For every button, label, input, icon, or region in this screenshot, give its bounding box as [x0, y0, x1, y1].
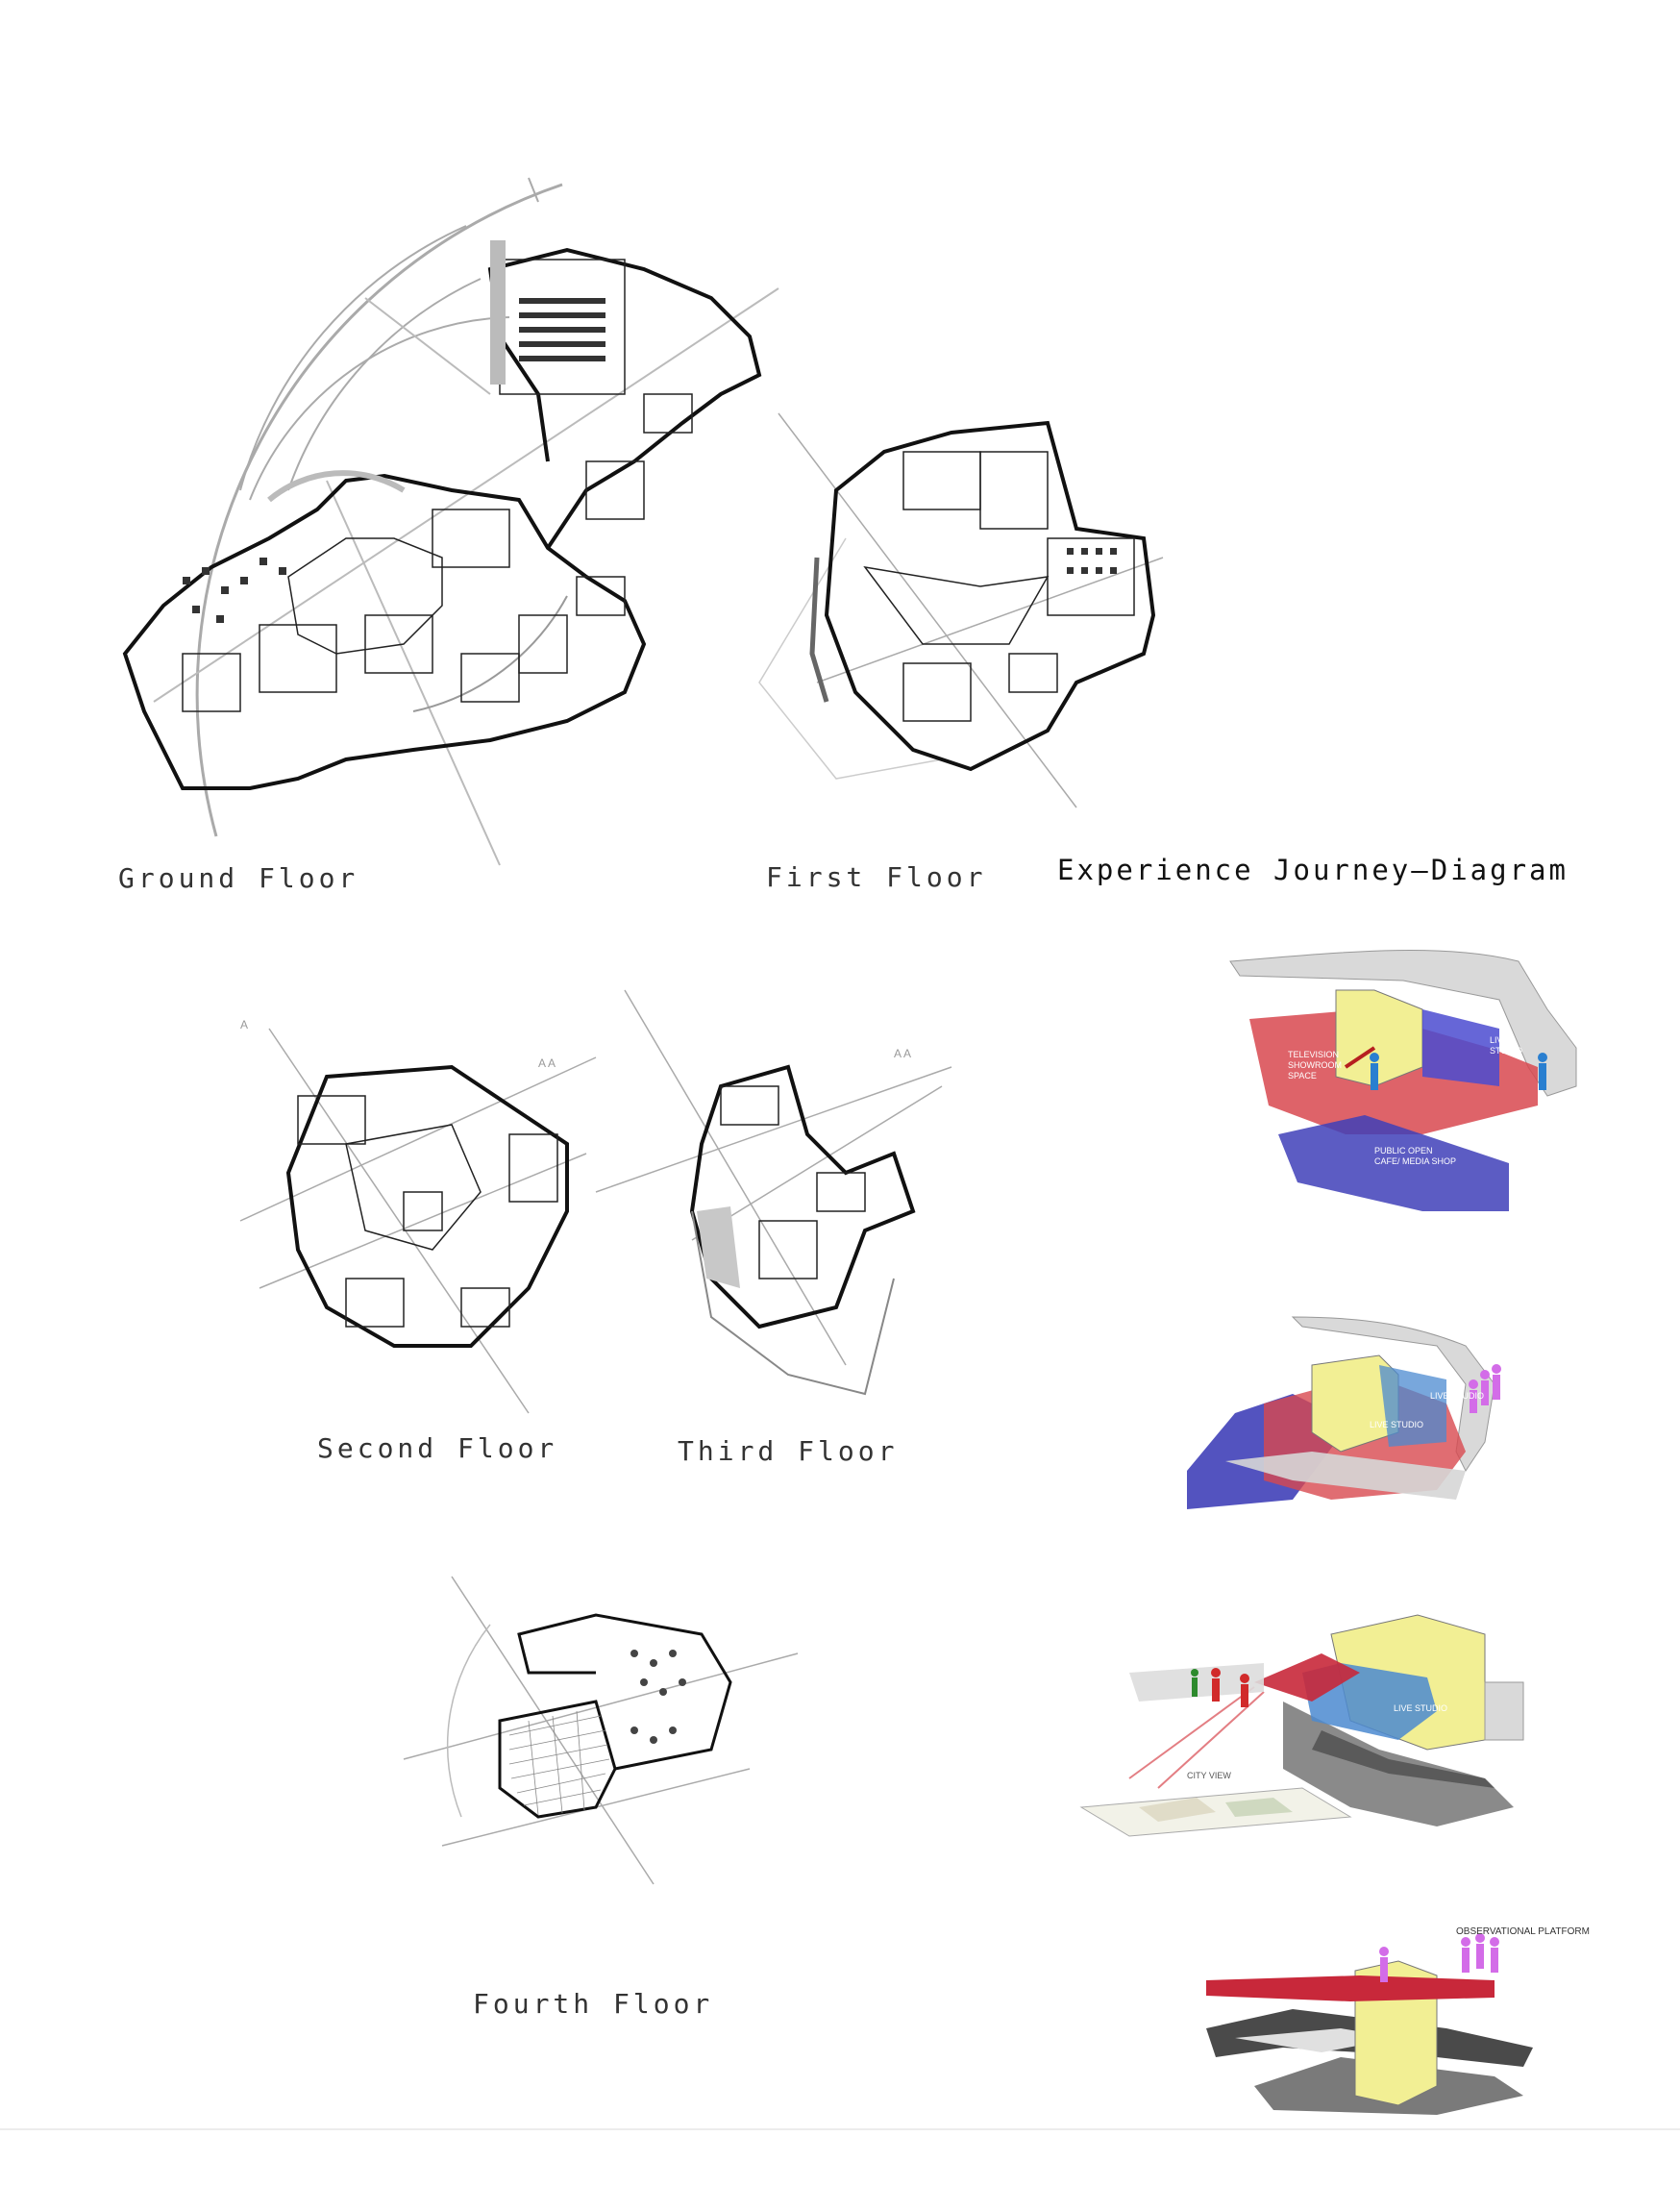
stage-1-label-live: LIVE	[1490, 1035, 1509, 1045]
stage-1-label-showroom: SHOWROOM	[1288, 1060, 1342, 1070]
bottom-divider	[0, 2128, 1680, 2130]
stage-1-label-space: SPACE	[1288, 1071, 1317, 1081]
fourth-floor-plan	[403, 1576, 799, 1885]
first-floor-label: First Floor	[766, 861, 987, 893]
experience-journey-title: Experience Journey–Diagram	[1057, 854, 1569, 886]
stage-2-label-live-studio-2: LIVE STUDIO	[1430, 1391, 1484, 1401]
journey-stage-2: LIVE STUDIO LIVE STUDIO	[1187, 1316, 1501, 1509]
fourth-floor-label: Fourth Floor	[473, 1988, 714, 2020]
third-floor-label: Third Floor	[678, 1435, 899, 1467]
stage-1-label-cafe-media-shop: CAFE/ MEDIA SHOP	[1374, 1156, 1456, 1166]
stage-1-label-public-open: PUBLIC OPEN	[1374, 1146, 1433, 1155]
stage-2-label-live-studio: LIVE STUDIO	[1370, 1420, 1423, 1429]
svg-text:A A: A A	[894, 1047, 911, 1060]
svg-text:A: A	[240, 1018, 248, 1031]
ground-floor-label: Ground Floor	[118, 862, 359, 894]
journey-stage-3: LIVE STUDIO CITY VIEW	[1079, 1614, 1524, 1837]
third-floor-plan: A A	[595, 989, 952, 1396]
svg-text:A A: A A	[538, 1056, 556, 1070]
second-floor-label: Second Floor	[317, 1432, 558, 1464]
stage-3-label-live-studio: LIVE STUDIO	[1394, 1703, 1447, 1713]
stage-1-label-television: TELEVISION	[1288, 1050, 1339, 1059]
journey-stage-1: TELEVISION SHOWROOM SPACE LIVE STUDIO PU…	[1229, 949, 1577, 1211]
stage-3-label-city-view: CITY VIEW	[1187, 1771, 1231, 1780]
second-floor-plan: A A A	[239, 1018, 597, 1414]
journey-stage-4: OBSERVATIONAL PLATFORM	[1206, 1926, 1590, 2115]
first-floor-plan	[758, 412, 1164, 808]
stage-1-label-studio: STUDIO	[1490, 1046, 1522, 1056]
stage-4-label-observational-platform: OBSERVATIONAL PLATFORM	[1456, 1926, 1590, 1937]
ground-floor-plan	[122, 177, 779, 866]
